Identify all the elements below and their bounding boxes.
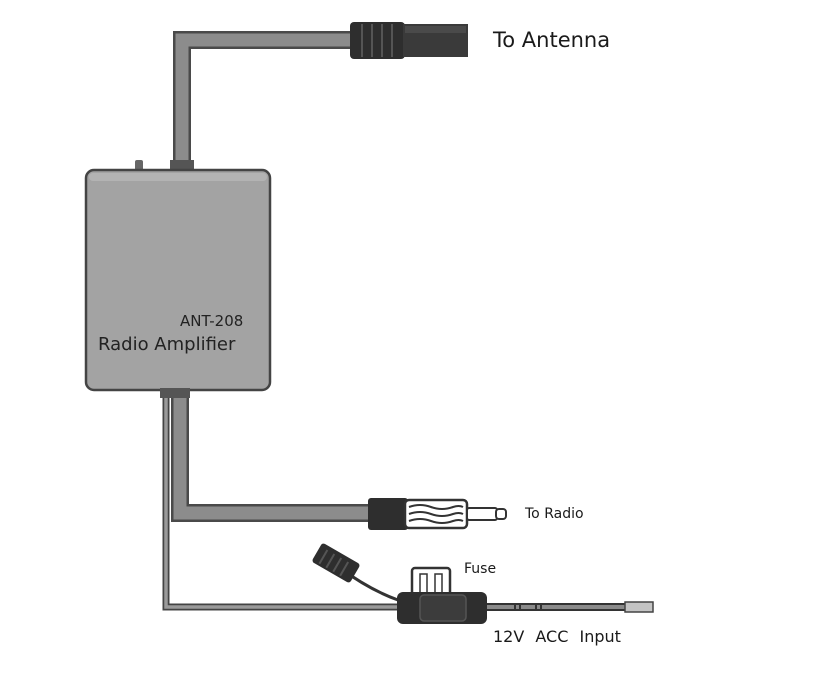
fuse-label: Fuse [464, 561, 497, 577]
antenna-cable [173, 31, 355, 168]
model-label: ANT-208 [180, 312, 244, 330]
power-input-label: 12V ACC Input [493, 627, 621, 646]
input-wire [487, 601, 654, 613]
to-antenna-label: To Antenna [493, 28, 611, 52]
fuse-cap [312, 543, 399, 602]
radio-plug [368, 498, 507, 530]
amplifier-box [84, 168, 272, 398]
to-radio-label: To Radio [525, 506, 584, 522]
blade-fuse [410, 566, 452, 598]
antenna-plug [350, 22, 468, 59]
device-name-label: Radio Amplifier [98, 334, 236, 355]
radio-cable [171, 390, 372, 522]
fuse-holder [397, 592, 487, 624]
power-wire [162, 390, 400, 611]
